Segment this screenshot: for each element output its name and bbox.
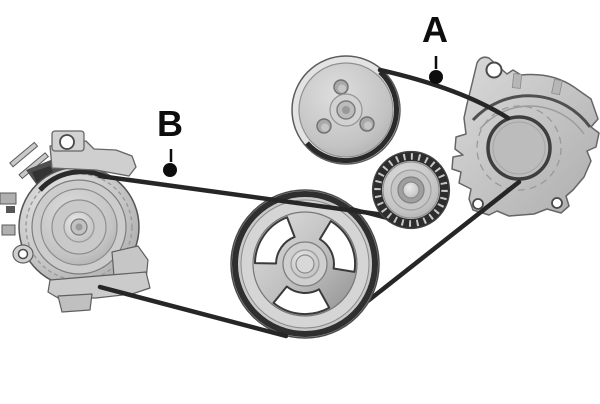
tensioner-hub [402,181,420,199]
crankshaft-pulley [230,189,380,339]
callout-a: A [422,9,448,84]
belt-wrap-water-pump [305,70,400,164]
water-pump-pulley [291,55,401,165]
label-b: B [157,103,183,144]
cover-ear-hole-bottom-right [551,197,563,209]
label-b-dot [163,163,177,177]
cover-ear-hole-bottom-left [472,198,484,210]
drive-belt-a [347,67,522,318]
belt-wrap-alternator-top [38,169,108,192]
tensioner-pulley [371,150,451,230]
callout-b: B [157,103,183,177]
alternator-lower-ear-hole [17,248,29,260]
alternator-bracket-hole [59,134,75,150]
water-pump-bolt-holes [316,79,375,134]
alternator-terminal-tab [0,192,17,205]
cover-ridge-ring [476,105,562,191]
alternator-terminal-tab [1,224,16,236]
compressor-cover [451,56,600,217]
cover-ear-hole-top [485,61,503,79]
alternator-studs [9,141,50,180]
belt-span-b [97,173,395,219]
alternator-terminal-dark [6,206,15,213]
belt-wrap-crank-groove [232,191,378,337]
belt-span-compressor-to-crank [347,179,522,318]
belt-span-a [377,67,511,121]
belt-span-alternator-to-crank-bottom [97,284,289,339]
alternator [0,130,151,313]
label-a: A [422,9,448,50]
cover-top-shading [471,94,592,128]
cover-center-opening [486,115,552,181]
tensioner-ribs [374,153,448,227]
label-a-dot [429,70,443,84]
crank-slots [253,216,357,316]
alternator-mount-foot [57,293,93,313]
